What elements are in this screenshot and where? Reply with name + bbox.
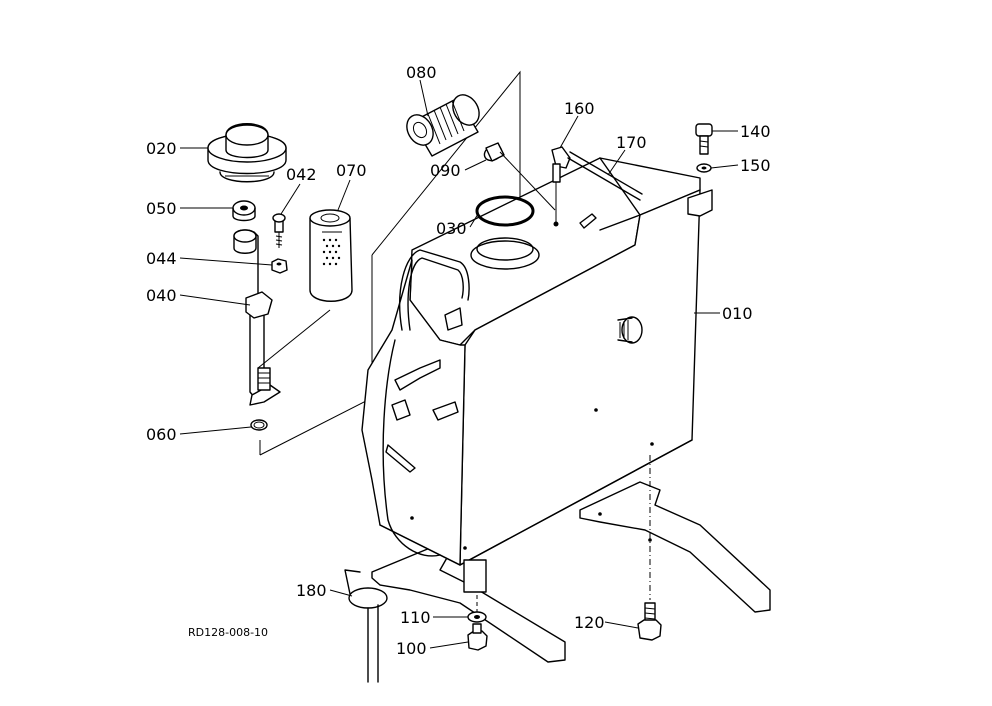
washer-110 <box>467 611 487 623</box>
label-170: 170 <box>616 133 647 152</box>
washer-150 <box>696 163 712 173</box>
bolt-140 <box>695 123 713 155</box>
label-100: 100 <box>396 639 427 658</box>
screw-042 <box>272 213 286 248</box>
label-020: 020 <box>146 139 177 158</box>
center-lines <box>476 455 651 612</box>
side-fitting <box>617 316 643 344</box>
label-030: 030 <box>436 219 467 238</box>
plug-090 <box>483 142 556 211</box>
tube-170 <box>567 151 643 201</box>
filler-cap <box>207 123 287 183</box>
leader-lines <box>179 79 739 649</box>
label-110: 110 <box>400 608 431 627</box>
filter-element-070 <box>309 209 353 302</box>
label-010: 010 <box>722 304 753 323</box>
label-120: 120 <box>574 613 605 632</box>
label-040: 040 <box>146 286 177 305</box>
part-labels: 020 050 042 070 044 040 060 080 090 030 … <box>146 63 771 658</box>
nut-044 <box>271 258 288 274</box>
o-ring-030 <box>475 195 535 227</box>
gauge-assembly <box>233 229 331 406</box>
drain-plug-100 <box>467 623 488 651</box>
fuel-tank <box>361 157 713 593</box>
label-060: 060 <box>146 425 177 444</box>
label-044: 044 <box>146 249 177 268</box>
label-140: 140 <box>740 122 771 141</box>
strainer-080 <box>406 94 480 157</box>
hose-clamp-180 <box>344 569 388 683</box>
label-160: 160 <box>564 99 595 118</box>
reference-code: RD128-008-10 <box>188 626 268 639</box>
o-ring-060 <box>250 419 268 431</box>
label-070: 070 <box>336 161 367 180</box>
washer-050 <box>232 200 256 222</box>
label-180: 180 <box>296 581 327 600</box>
label-050: 050 <box>146 199 177 218</box>
label-090: 090 <box>430 161 461 180</box>
label-080: 080 <box>406 63 437 82</box>
bolt-120 <box>637 602 662 641</box>
label-150: 150 <box>740 156 771 175</box>
label-042: 042 <box>286 165 317 184</box>
